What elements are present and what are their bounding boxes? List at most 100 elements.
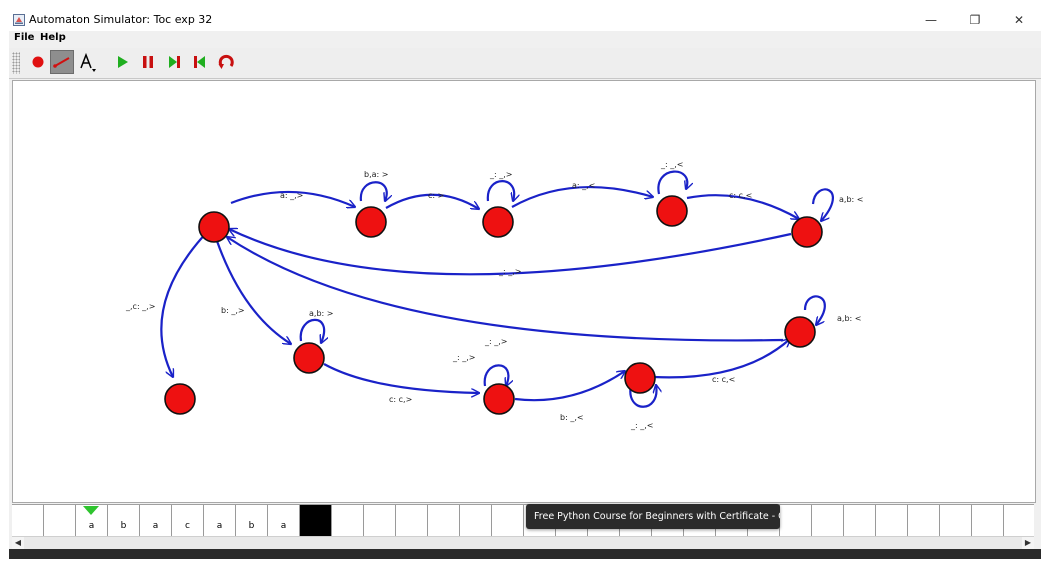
toolbar-grip[interactable] bbox=[12, 52, 20, 74]
annotation-tool[interactable] bbox=[76, 50, 100, 74]
edge-q7-q8[interactable] bbox=[514, 371, 625, 402]
transition-labels: a: _,> b,a: > c: > _: _,> a: _,< _: _,< … bbox=[125, 160, 863, 430]
tape-cell[interactable] bbox=[332, 505, 364, 537]
label-t07: c: c,< bbox=[729, 191, 752, 200]
edge-q9-q0[interactable] bbox=[227, 237, 784, 342]
restore-button[interactable]: ❐ bbox=[969, 13, 981, 27]
text-A-icon bbox=[80, 52, 96, 72]
tape-cell[interactable] bbox=[844, 505, 876, 537]
arrow-icon bbox=[53, 57, 70, 68]
label-t08: a,b: < bbox=[839, 195, 863, 204]
state-q6[interactable] bbox=[293, 342, 325, 374]
state-q1[interactable] bbox=[355, 206, 387, 238]
tape-cell[interactable] bbox=[972, 505, 1004, 537]
edge-q6-q7[interactable] bbox=[323, 363, 479, 393]
edge-q1-q2[interactable] bbox=[385, 193, 479, 209]
tape-cell[interactable]: b bbox=[108, 505, 140, 537]
tape-cell[interactable] bbox=[780, 505, 812, 537]
tape-cell[interactable] bbox=[812, 505, 844, 537]
tape-cell[interactable] bbox=[12, 505, 44, 537]
tape-symbol: b bbox=[120, 521, 127, 531]
tape-cell[interactable]: a bbox=[204, 505, 236, 537]
menu-file[interactable]: File bbox=[14, 32, 35, 43]
loop-q7[interactable] bbox=[483, 364, 509, 386]
window-title: Automaton Simulator: Toc exp 32 bbox=[29, 13, 213, 26]
loop-q6[interactable] bbox=[299, 318, 324, 343]
tape-symbol: a bbox=[280, 521, 287, 531]
state-q2[interactable] bbox=[482, 206, 514, 238]
loop-q3[interactable] bbox=[657, 170, 687, 195]
tape-cell[interactable] bbox=[940, 505, 972, 537]
state-q5[interactable] bbox=[164, 383, 196, 415]
label-t10: _,c: _,> bbox=[125, 302, 155, 311]
label-t18: c: c,< bbox=[712, 375, 735, 384]
edge-q0-q5[interactable] bbox=[160, 230, 209, 377]
tape-cell[interactable] bbox=[908, 505, 940, 537]
tape-cell[interactable] bbox=[44, 505, 76, 537]
state-q0[interactable] bbox=[198, 211, 230, 243]
label-t13: _: _,> bbox=[484, 337, 507, 346]
tape-symbol: a bbox=[88, 521, 95, 531]
edge-q4-q0[interactable] bbox=[229, 229, 792, 276]
loop-q9[interactable] bbox=[803, 295, 826, 325]
minimize-button[interactable]: — bbox=[925, 13, 937, 27]
scroll-left-icon[interactable]: ◀ bbox=[12, 537, 24, 549]
states bbox=[164, 195, 823, 415]
tape-cell[interactable] bbox=[428, 505, 460, 537]
loop-q2[interactable] bbox=[486, 180, 514, 201]
step-back-icon bbox=[194, 56, 205, 68]
tape-cell[interactable] bbox=[492, 505, 524, 537]
play-icon bbox=[118, 56, 128, 68]
state-diagram: a: _,> b,a: > c: > _: _,> a: _,< _: _,< … bbox=[125, 160, 863, 430]
loop-q8[interactable] bbox=[629, 385, 656, 408]
application-window: Automaton Simulator: Toc exp 32 — ❐ ✕ Fi… bbox=[9, 9, 1041, 559]
tooltip: Free Python Course for Beginners with Ce… bbox=[526, 504, 780, 529]
tape-head-icon bbox=[83, 506, 99, 515]
tape-cell[interactable] bbox=[876, 505, 908, 537]
automaton-canvas[interactable]: a: _,> b,a: > c: > _: _,> a: _,< _: _,< … bbox=[12, 80, 1036, 503]
add-state-tool[interactable] bbox=[26, 50, 50, 74]
label-t17: b: _,< bbox=[560, 413, 584, 422]
state-q3[interactable] bbox=[656, 195, 688, 227]
tape-symbol: b bbox=[248, 521, 255, 531]
tape-cell[interactable] bbox=[396, 505, 428, 537]
state-q4[interactable] bbox=[791, 216, 823, 248]
step-forward-button[interactable] bbox=[162, 50, 186, 74]
tape-cell[interactable]: a bbox=[268, 505, 300, 537]
tape-cell[interactable] bbox=[300, 505, 332, 537]
edge-q0-q6[interactable] bbox=[215, 240, 291, 344]
add-transition-tool[interactable] bbox=[50, 50, 74, 74]
label-t03: c: > bbox=[428, 191, 444, 200]
step-back-button[interactable] bbox=[188, 50, 212, 74]
tape-cell[interactable] bbox=[460, 505, 492, 537]
tape-cell[interactable] bbox=[364, 505, 396, 537]
close-button[interactable]: ✕ bbox=[1013, 13, 1025, 27]
edge-q8-q9[interactable] bbox=[653, 339, 790, 379]
loop-q4[interactable] bbox=[811, 188, 834, 221]
scroll-right-icon[interactable]: ▶ bbox=[1022, 537, 1034, 549]
state-q8[interactable] bbox=[624, 362, 656, 394]
app-icon bbox=[13, 14, 25, 26]
reset-icon bbox=[218, 54, 234, 69]
tape-cell[interactable] bbox=[1004, 505, 1034, 537]
toolbar bbox=[9, 48, 1041, 79]
menu-help[interactable]: Help bbox=[40, 32, 66, 43]
edge-q0-q1[interactable] bbox=[230, 190, 355, 207]
state-q9[interactable] bbox=[784, 316, 816, 348]
tape-cell[interactable]: a bbox=[140, 505, 172, 537]
label-t19: _: _,< bbox=[630, 421, 653, 430]
edge-q2-q3[interactable] bbox=[511, 186, 653, 208]
pause-icon bbox=[143, 56, 153, 68]
tape-cell[interactable]: b bbox=[236, 505, 268, 537]
run-button[interactable] bbox=[110, 50, 134, 74]
state-q7[interactable] bbox=[483, 383, 515, 415]
edge-q3-q4[interactable] bbox=[686, 194, 799, 219]
pause-button[interactable] bbox=[136, 50, 160, 74]
label-t06: _: _,< bbox=[660, 160, 683, 169]
tape-cell[interactable]: c bbox=[172, 505, 204, 537]
loop-q1[interactable] bbox=[359, 181, 387, 201]
horizontal-scrollbar[interactable]: ◀ ▶ bbox=[12, 536, 1034, 549]
label-t14: a,b: < bbox=[837, 314, 861, 323]
reset-button[interactable] bbox=[214, 50, 238, 74]
